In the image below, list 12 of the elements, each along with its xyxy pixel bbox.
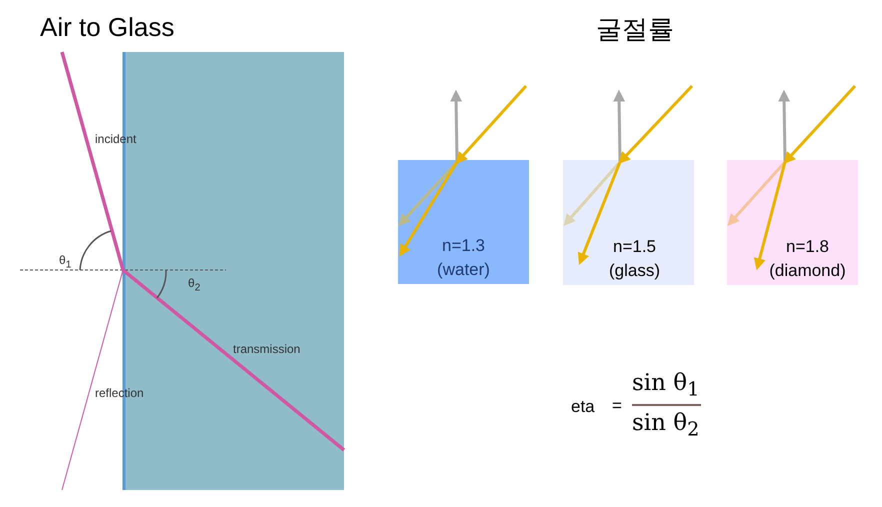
ray-label: transmission — [233, 342, 300, 356]
angle-label: θ$_{1}$ — [59, 253, 72, 270]
heading: 굴절률 — [596, 13, 674, 46]
medium-box: n=1.5 (glass) — [563, 160, 694, 285]
medium-box: n=1.8 (diamond) — [727, 160, 858, 285]
medium-box: n=1.3 (water) — [398, 160, 529, 284]
formula-text: = — [612, 396, 622, 416]
formula-text: eta — [571, 397, 595, 417]
angle-label: θ$_{2}$ — [188, 276, 200, 294]
heading: Air to Glass — [40, 12, 174, 43]
formula-text: sin θ$_{1}$ — [632, 370, 700, 401]
formula-text: sin θ$_{2}$ — [632, 410, 700, 441]
